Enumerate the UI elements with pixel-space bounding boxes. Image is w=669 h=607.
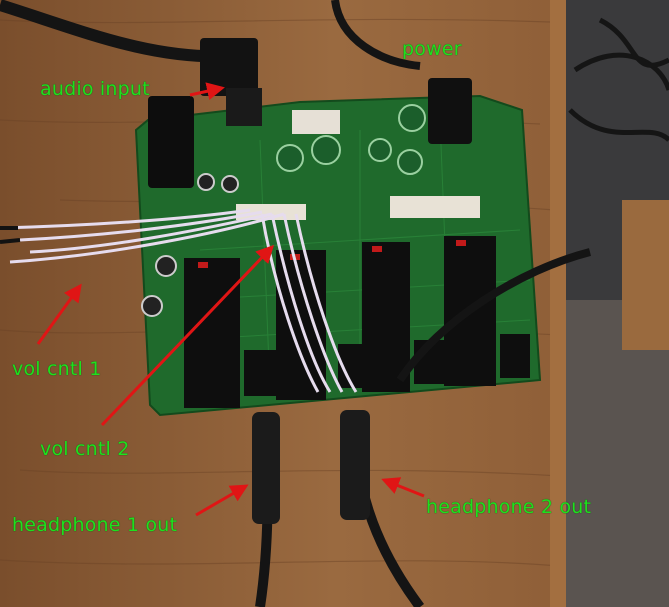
table-edge — [550, 0, 566, 607]
label-audio-input: audio input — [40, 78, 150, 100]
arrow-headphone-2 — [381, 477, 425, 498]
arrow-headphone-1 — [195, 484, 249, 517]
label-headphone-2-out: headphone 2 out — [426, 496, 592, 518]
switch — [292, 110, 340, 134]
xlr-socket — [148, 96, 194, 188]
wire-connector — [236, 204, 306, 220]
label-power: power — [402, 38, 462, 60]
headphone-1-plug — [252, 412, 280, 524]
headphone-2-plug — [340, 410, 370, 520]
arrow-vol-cntl-2 — [100, 244, 275, 427]
box-right — [622, 200, 669, 350]
label-vol-cntl-1: vol cntl 1 — [12, 358, 102, 380]
arrow-vol-cntl-1 — [36, 283, 82, 345]
audio-jack-body — [200, 38, 258, 96]
audio-jack-plug — [226, 88, 262, 126]
label-vol-cntl-2: vol cntl 2 — [40, 438, 130, 460]
floor-cables — [568, 17, 669, 142]
power-cable — [331, 0, 421, 70]
power-jack — [428, 78, 472, 144]
capacitors — [141, 104, 426, 317]
arrow-audio-input — [189, 82, 225, 100]
vol-control-wires — [0, 208, 358, 393]
annotation-arrows — [36, 82, 425, 517]
right-cable — [396, 248, 591, 383]
floor-shadow — [566, 300, 669, 607]
wire-ends — [0, 226, 21, 244]
label-headphone-1-out: headphone 1 out — [12, 514, 178, 536]
header-connector — [390, 196, 480, 218]
